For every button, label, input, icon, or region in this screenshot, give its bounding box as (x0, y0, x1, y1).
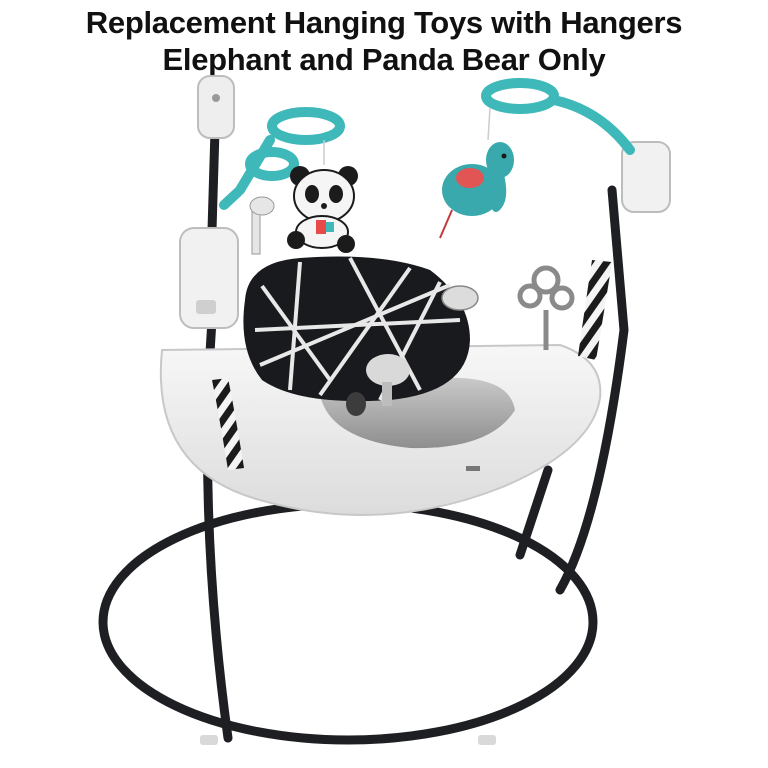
ring-hanger-left (219, 107, 345, 210)
pole-housing-right (621, 141, 671, 213)
elephant-toy (439, 142, 514, 239)
jumper-base (159, 343, 602, 516)
zebra-pole-left (212, 378, 244, 470)
tray-dome-toy (441, 285, 479, 311)
giraffe-toy (249, 196, 275, 255)
panda-bear-toy (287, 166, 358, 253)
floor-ring (98, 499, 598, 745)
flower-toy (517, 265, 575, 350)
caption-line-1: Replacement Hanging Toys with Hangers (85, 5, 683, 40)
zebra-pole-right (578, 260, 612, 360)
ring-hanger-right (481, 78, 635, 155)
pole-housing-left-seat (179, 227, 239, 329)
tree-toy (366, 354, 410, 406)
caption: Replacement Hanging Toys with Hangers El… (0, 4, 768, 78)
caption-line-2: Elephant and Panda Bear Only (162, 42, 606, 77)
pole-housing-left-top (197, 75, 235, 139)
roller-toy (346, 392, 366, 416)
black-white-seat (243, 256, 470, 402)
